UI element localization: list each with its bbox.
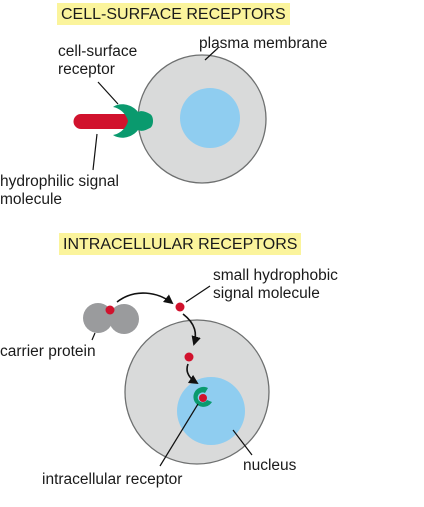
leader-intracellular-receptor <box>159 403 199 467</box>
label-cell-surface-receptor-line2: receptor <box>58 61 115 78</box>
intracellular-receptors-heading: INTRACELLULAR RECEPTORS <box>59 233 302 255</box>
label-carrier-protein: carrier protein <box>0 343 96 360</box>
hydrophilic-signal-molecule <box>73 114 134 129</box>
label-plasma-membrane: plasma membrane <box>199 35 328 52</box>
leader-small-signal <box>185 285 211 303</box>
label-nucleus: nucleus <box>243 457 297 474</box>
receptor-bound-signal <box>199 394 207 402</box>
cytoplasm-signal-molecule <box>184 352 194 362</box>
cell-surface-receptors-heading: CELL-SURFACE RECEPTORS <box>57 3 290 25</box>
leader-carrier <box>91 332 96 341</box>
label-small-hydrophobic-line1: small hydrophobic <box>213 267 338 284</box>
leader-signal <box>92 133 98 171</box>
free-signal-molecule <box>175 302 185 312</box>
release-arrow <box>116 292 174 305</box>
label-hydrophilic-signal-line1: hydrophilic signal <box>0 173 119 190</box>
top-cell-nucleus <box>180 88 240 148</box>
binding-arrow <box>186 363 199 385</box>
leader-nucleus <box>232 429 253 456</box>
leader-membrane <box>204 47 219 61</box>
label-intracellular-receptor: intracellular receptor <box>42 471 183 488</box>
leader-receptor <box>97 81 119 105</box>
bottom-cell-nucleus <box>177 377 245 445</box>
carrier-protein-right-lobe <box>109 304 139 334</box>
carrier-bound-signal <box>105 305 115 315</box>
carrier-protein-left-lobe <box>83 303 113 333</box>
label-hydrophilic-signal-line2: molecule <box>0 191 63 208</box>
label-cell-surface-receptor-line1: cell-surface <box>58 43 138 60</box>
intracellular-receptor <box>193 386 212 407</box>
cell-surface-receptor <box>113 104 153 138</box>
entry-arrow <box>182 313 201 346</box>
label-small-hydrophobic-line2: signal molecule <box>213 285 320 302</box>
